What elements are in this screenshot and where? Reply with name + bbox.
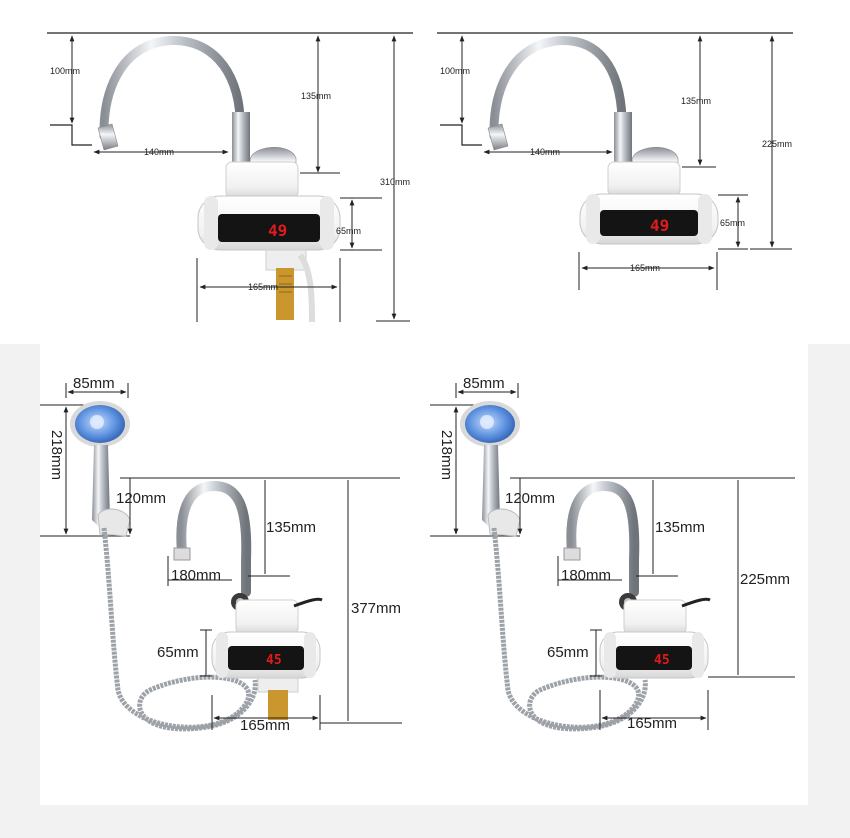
label-spout-height: 135mm <box>655 519 705 536</box>
label-head-width: 85mm <box>73 375 115 392</box>
gooseneck-spout <box>176 480 252 597</box>
label-body-height: 65mm <box>336 226 361 236</box>
step-line <box>440 124 482 146</box>
heater-neck <box>235 599 299 635</box>
heater-neck <box>623 599 687 635</box>
label-reach: 140mm <box>530 147 560 157</box>
label-body-height: 65mm <box>157 644 199 661</box>
brass-inlet <box>276 268 294 320</box>
label-reach: 140mm <box>144 147 174 157</box>
power-cable <box>681 597 711 608</box>
diagram-shower-short: 85mm 218mm 120mm 135mm 180mm 45 <box>430 375 795 732</box>
display-digits: 45 <box>266 653 282 668</box>
spout-nozzle <box>97 123 119 151</box>
label-head-width: 85mm <box>463 375 505 392</box>
label-overall: 377mm <box>351 600 401 617</box>
heater-neck <box>607 161 681 197</box>
label-body-width: 165mm <box>240 717 290 734</box>
body-cap-left <box>586 194 600 244</box>
label-body-width: 165mm <box>630 263 660 273</box>
gooseneck-spout <box>566 480 640 597</box>
lcd-display <box>616 646 692 670</box>
spout-nozzle <box>487 123 509 151</box>
label-spout-height: 135mm <box>301 91 331 101</box>
shower-handle <box>482 445 500 528</box>
display-digits: 49 <box>268 221 287 240</box>
brass-inlet <box>268 690 288 720</box>
label-top-gap: 100mm <box>50 66 80 76</box>
label-reach: 180mm <box>171 567 221 584</box>
label-top-gap: 100mm <box>440 66 470 76</box>
label-overall: 310mm <box>380 177 410 187</box>
label-spout-height: 135mm <box>266 519 316 536</box>
label-reach: 180mm <box>561 567 611 584</box>
label-body-height: 65mm <box>547 644 589 661</box>
label-overall: 225mm <box>762 139 792 149</box>
spout-aerator <box>173 547 191 561</box>
body-cap-right <box>698 194 712 244</box>
spout-riser <box>614 112 632 164</box>
shower-hose <box>491 527 648 732</box>
lcd-display <box>600 210 698 236</box>
label-head-length: 218mm <box>48 430 65 480</box>
display-digits: 49 <box>650 216 669 235</box>
shower-hose <box>101 527 258 732</box>
shower-holder <box>487 508 521 537</box>
flexible-spout <box>99 36 245 165</box>
diagram-faucet-tall: 100mm 140mm 49 135mm 65mm 310 <box>47 32 413 323</box>
diagram-shower-tall: 85mm 218mm 120mm 135mm 180mm <box>40 375 402 734</box>
shower-holder <box>97 508 131 537</box>
label-overall: 225mm <box>740 571 790 588</box>
spout-riser <box>232 112 250 164</box>
label-head-length: 218mm <box>438 430 455 480</box>
lcd-display <box>218 214 320 242</box>
body-cap-right <box>320 196 334 250</box>
spout-aerator <box>563 547 581 561</box>
label-body-width: 165mm <box>248 282 278 292</box>
power-cable <box>293 597 323 608</box>
label-holder-height: 120mm <box>116 490 166 507</box>
step-line <box>50 124 92 146</box>
diagram-faucet-short: 100mm 140mm 49 135mm 65mm 225mm 165mm <box>437 32 793 290</box>
label-body-width: 165mm <box>627 715 677 732</box>
display-digits: 45 <box>654 653 670 668</box>
label-spout-height: 135mm <box>681 96 711 106</box>
label-body-height: 65mm <box>720 218 745 228</box>
label-holder-height: 120mm <box>505 490 555 507</box>
body-cap-left <box>204 196 218 250</box>
flexible-spout <box>489 36 627 165</box>
heater-neck <box>225 161 299 199</box>
lcd-display <box>228 646 304 670</box>
shower-handle <box>92 445 110 528</box>
